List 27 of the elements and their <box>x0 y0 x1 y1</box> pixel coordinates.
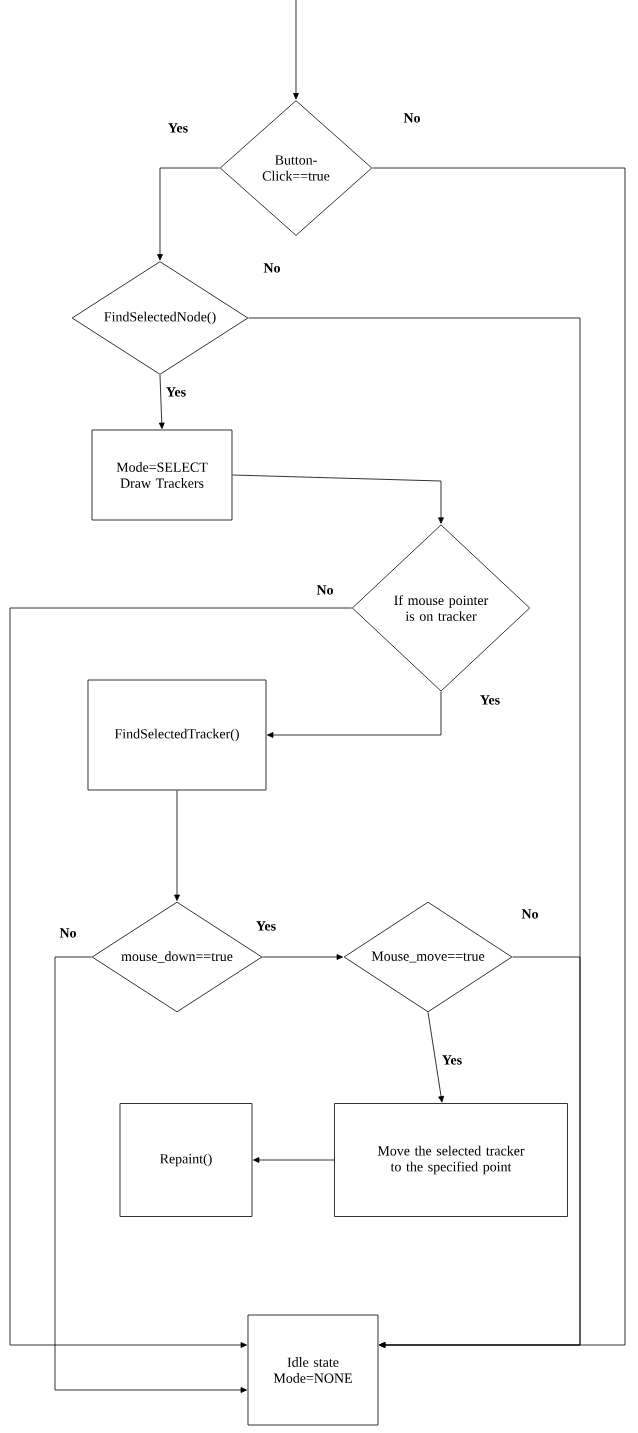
arrow <box>174 790 180 901</box>
edge-label: No <box>58 927 78 939</box>
arrow <box>253 1157 335 1163</box>
process-box: FindSelectedTracker() <box>87 679 267 791</box>
arrow <box>9 607 353 1348</box>
edge-label: Yes <box>166 122 190 134</box>
arrow <box>262 954 343 960</box>
arrow <box>379 956 581 1348</box>
process-box: Mode=SELECT Draw Trackers <box>91 429 233 521</box>
arrow <box>54 956 247 1393</box>
process-box: Idle state Mode=NONE <box>247 1314 379 1426</box>
process-box: Repaint() <box>119 1103 253 1217</box>
arrow <box>293 0 299 100</box>
edge-label: No <box>262 262 282 274</box>
edge-label: No <box>520 908 540 920</box>
edge-label: Yes <box>440 1054 464 1066</box>
arrow <box>157 167 220 261</box>
edge-label: No <box>402 112 422 124</box>
arrow <box>267 691 442 738</box>
process-box: Move the selected tracker to the specified point <box>334 1103 568 1217</box>
arrow <box>158 374 165 429</box>
arrow <box>232 474 444 524</box>
arrow <box>427 1012 444 1103</box>
arrow <box>372 167 626 1348</box>
edge-label: Yes <box>478 694 502 706</box>
edge-label: No <box>315 584 335 596</box>
edge-label: Yes <box>164 386 188 398</box>
